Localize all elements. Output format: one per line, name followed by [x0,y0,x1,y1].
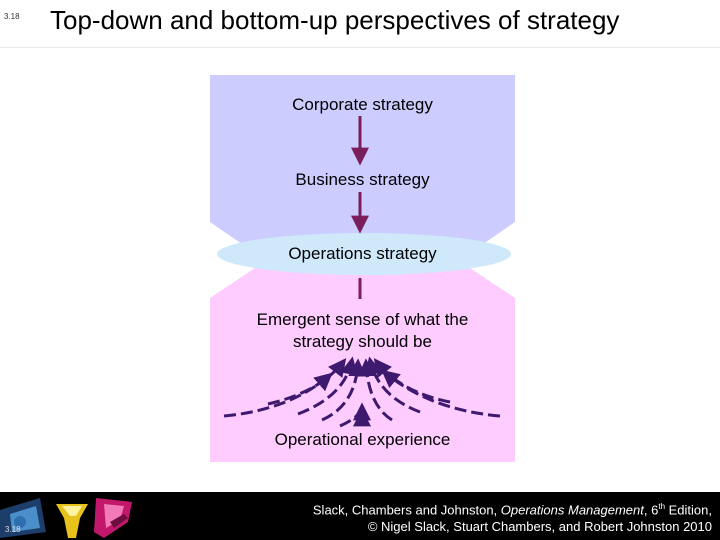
footer-citation: Slack, Chambers and Johnston, Operations… [192,498,712,518]
emergent-line-2: strategy should be [293,332,432,351]
footer-slide-number: 3.18 [5,525,21,534]
curve-arrow-4 [321,358,367,422]
curve-arrow-2 [267,358,347,406]
footer-bar: 3.18 Slack, Chambers and Johnston, Opera… [0,492,720,540]
operations-strategy-ellipse [217,233,511,275]
operational-experience-label: Operational experience [274,430,451,449]
title-divider [0,47,720,48]
curve-arrow-7 [364,356,421,414]
curve-arrow-9 [381,369,501,418]
footer-edition-sup: th [658,502,666,511]
emergent-line-1: Emergent sense of what the [256,310,469,329]
strategy-diagram [210,75,515,462]
footer-edition-post: Edition, [665,502,712,518]
corporate-strategy-label: Corporate strategy [292,95,433,114]
footer-authors: Slack, Chambers and Johnston, [312,502,501,518]
footer-edition-pre: , 6 [643,502,659,518]
footer-copyright: © Nigel Slack, Stuart Chambers, and Robe… [367,519,712,535]
footer-book-title: Operations Management [500,502,644,518]
curve-arrow-8 [373,358,451,404]
footer-credit: Slack, Chambers and Johnston, Operations… [192,498,712,535]
business-strategy-label: Business strategy [295,170,430,189]
slide-title: Top-down and bottom-up perspectives of s… [50,5,620,35]
slide-number: 3.18 [4,12,20,21]
emergent-sense-label: Emergent sense of what the strategy shou… [210,309,515,353]
publisher-logo-image [0,492,160,540]
operations-strategy-label: Operations strategy [288,244,437,263]
